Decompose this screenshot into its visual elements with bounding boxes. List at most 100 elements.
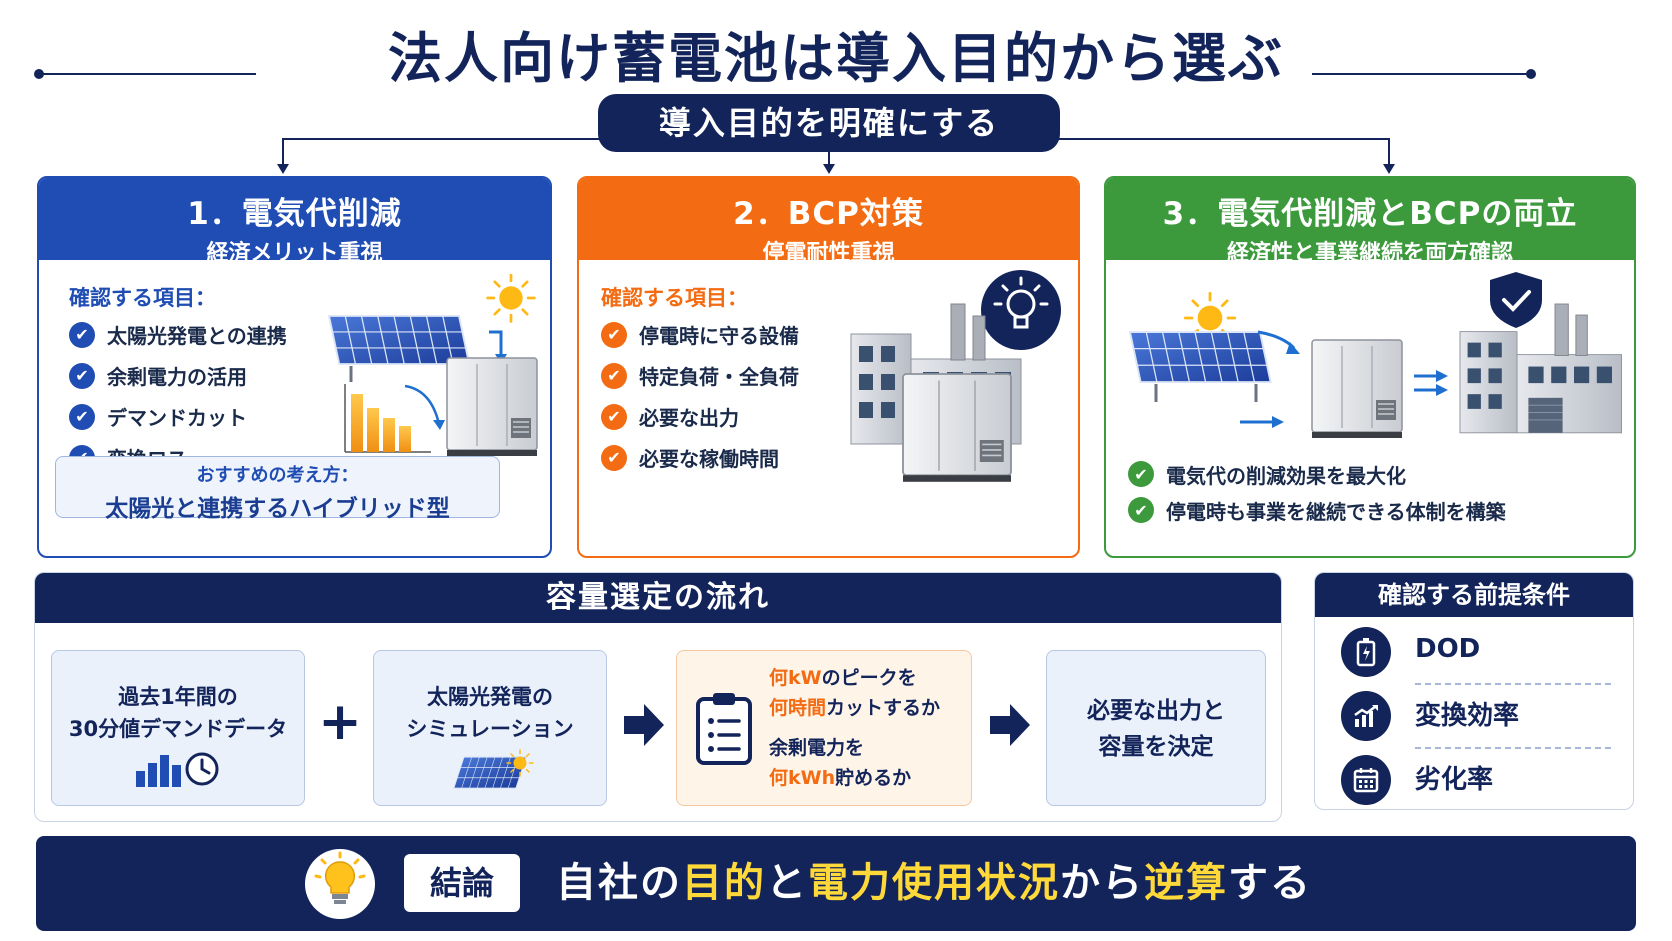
arrow-right-icon — [990, 704, 1030, 746]
prereq-item: 変換効率 — [1341, 685, 1633, 747]
highlight-text: 目的 — [682, 860, 766, 906]
flow-step-line: 過去1年間の — [118, 685, 238, 709]
flow-step-decide-capacity: 必要な出力と 容量を決定 — [1046, 650, 1266, 806]
plain-text: する — [1228, 860, 1312, 906]
check-list: ✔太陽光発電との連携 ✔余剰電力の活用 ✔デマンドカット ✔変換ロス — [69, 314, 287, 478]
prereq-label: DOD — [1415, 634, 1481, 664]
solar-panel-icon — [1129, 331, 1272, 402]
check-circle-icon: ✔ — [69, 362, 95, 389]
card-bcp: 2．BCP対策 停電耐性重視 確認する項目： ✔停電時に守る設備 ✔特定負荷・全… — [577, 176, 1080, 558]
card-title: 1．電気代削減 — [187, 196, 402, 232]
benefit-item: ✔電気代の削減効果を最大化 — [1128, 456, 1506, 492]
plain-text: から — [1060, 860, 1144, 906]
shield-check-icon — [1490, 272, 1542, 328]
plus-operator: + — [318, 692, 362, 752]
flow-step-line: 何kWのピークを — [769, 663, 940, 693]
factory-icon — [1459, 303, 1622, 434]
purpose-pill: 導入目的を明確にする — [598, 94, 1060, 152]
recommend-label: おすすめの考え方： — [196, 465, 359, 486]
check-circle-icon: ✔ — [601, 362, 627, 389]
check-circle-icon: ✔ — [601, 403, 627, 430]
solar-battery-illustration — [328, 274, 538, 457]
highlight-text: 何kW — [769, 667, 822, 689]
card-subtitle: 経済メリット重視 — [206, 241, 383, 266]
flow-step-line: 余剰電力を — [769, 733, 940, 763]
lightbulb-icon — [305, 849, 375, 919]
prereq-divider — [1415, 747, 1611, 749]
connector-right — [1388, 138, 1390, 168]
check-circle-icon: ✔ — [69, 321, 95, 348]
benefit-item: ✔停電時も事業を継続できる体制を構築 — [1128, 492, 1506, 528]
plain-text: のピークを — [821, 667, 917, 689]
title-line-right — [1312, 73, 1530, 75]
title-line-left — [40, 73, 256, 75]
chart-up-icon — [1341, 691, 1391, 741]
flow-step-demand-data: 過去1年間の 30分値デマンドデータ — [51, 650, 305, 806]
card-header: 2．BCP対策 停電耐性重視 — [579, 178, 1078, 266]
recommend-value: 太陽光と連携するハイブリッド型 — [105, 496, 450, 522]
flow-step-line: 何時間カットするか — [769, 693, 940, 723]
check-item: ✔余剰電力の活用 — [69, 355, 287, 396]
check-circle-icon: ✔ — [1128, 497, 1154, 523]
check-item: ✔停電時に守る設備 — [601, 314, 799, 355]
connector-center — [828, 150, 830, 168]
battery-icon — [1341, 627, 1391, 677]
check-circle-icon: ✔ — [69, 403, 95, 430]
flow-step-line: シミュレーション — [406, 717, 574, 741]
lightbulb-icon — [981, 270, 1061, 350]
check-list: ✔停電時に守る設備 ✔特定負荷・全負荷 ✔必要な出力 ✔必要な稼働時間 — [601, 314, 799, 478]
check-title: 確認する項目： — [601, 286, 748, 310]
battery-cabinet-icon — [446, 357, 538, 457]
clipboard-icon — [696, 693, 752, 765]
conclusion-banner: 結論 自社の目的と電力使用状況から逆算する — [36, 836, 1636, 931]
conclusion-badge: 結論 — [404, 854, 520, 912]
check-circle-icon: ✔ — [601, 321, 627, 348]
solar-panel-icon — [453, 749, 534, 789]
card-subtitle: 経済性と事業継続を両方確認 — [1226, 241, 1513, 266]
flow-step-text: 何kWのピークを 何時間カットするか 余剰電力を 何kWh貯めるか — [769, 663, 940, 793]
check-circle-icon: ✔ — [1128, 461, 1154, 487]
flow-step-solar-simulation: 太陽光発電の シミュレーション — [373, 650, 607, 806]
check-item: ✔必要な稼働時間 — [601, 437, 799, 478]
flow-step-line: 30分値デマンドデータ — [68, 717, 288, 741]
card-subtitle: 停電耐性重視 — [762, 241, 895, 266]
connector-arrowheads — [277, 164, 1395, 174]
prereq-item: 劣化率 — [1341, 749, 1633, 809]
highlight-text: 逆算 — [1144, 860, 1228, 906]
sun-icon — [486, 274, 536, 323]
connector-left — [282, 138, 284, 168]
check-item: ✔デマンドカット — [69, 396, 287, 437]
flow-step-line: 何kWh貯めるか — [769, 763, 940, 793]
check-circle-icon: ✔ — [601, 444, 627, 471]
battery-cabinet-icon — [902, 373, 1012, 483]
title-line-dot-right — [1526, 69, 1536, 79]
card-both: 3．電気代削減とBCPの両立 経済性と事業継続を両方確認 ✔電気代の削減効果を最… — [1104, 176, 1636, 558]
check-item: ✔特定負荷・全負荷 — [601, 355, 799, 396]
plain-text: 余剰電力を — [769, 737, 865, 759]
card-header: 3．電気代削減とBCPの両立 経済性と事業継続を両方確認 — [1106, 178, 1634, 266]
prereq-divider — [1415, 683, 1611, 685]
benefit-list: ✔電気代の削減効果を最大化 ✔停電時も事業を継続できる体制を構築 — [1128, 456, 1506, 528]
card-title: 3．電気代削減とBCPの両立 — [1162, 196, 1578, 232]
prereq-list: DOD 変換効率 劣化率 — [1315, 621, 1633, 809]
prereq-label: 劣化率 — [1415, 764, 1494, 795]
check-title: 確認する項目： — [69, 286, 216, 310]
highlight-text: 電力使用状況 — [808, 860, 1060, 906]
battery-cabinet-icon — [1311, 339, 1403, 439]
recommend-box: おすすめの考え方： 太陽光と連携するハイブリッド型 — [55, 456, 500, 522]
check-item: ✔必要な出力 — [601, 396, 799, 437]
conclusion-text: 自社の目的と電力使用状況から逆算する — [556, 836, 1312, 931]
bar-chart-icon — [344, 384, 445, 453]
flow-step-line: 太陽光発電の — [427, 685, 553, 709]
flow-step-peak-cut: 何kWのピークを 何時間カットするか 余剰電力を 何kWh貯めるか — [676, 650, 972, 806]
highlight-text: 何kWh — [769, 767, 836, 789]
card-title: 2．BCP対策 — [733, 196, 924, 232]
plain-text: と — [766, 860, 808, 906]
calendar-icon — [1341, 755, 1391, 805]
bar-chart-clock-icon — [136, 752, 219, 787]
card-cost-reduction: 1．電気代削減 経済メリット重視 確認する項目： ✔太陽光発電との連携 ✔余剰電… — [37, 176, 552, 558]
prerequisites-title: 確認する前提条件 — [1315, 573, 1633, 617]
prereq-label: 変換効率 — [1415, 700, 1520, 731]
flow-step-line: 必要な出力と — [1087, 698, 1225, 724]
flow-title: 容量選定の流れ — [35, 573, 1281, 623]
